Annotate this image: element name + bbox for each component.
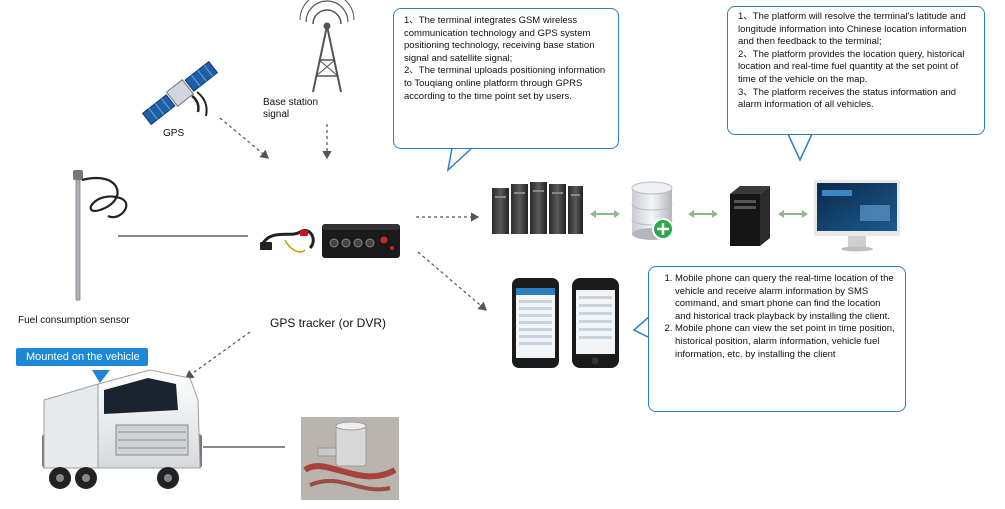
iphone-icon xyxy=(572,278,619,368)
db-computer-link-arrow xyxy=(688,210,718,218)
platform-point-2: 2、The platform provides the location que… xyxy=(738,48,965,85)
computer-monitor-link-arrow xyxy=(778,210,808,218)
monitor-icon xyxy=(814,180,900,252)
base-station-label: Base station signal xyxy=(263,97,319,120)
cable-harness-icon xyxy=(260,229,315,253)
platform-point-1: 1、The platform will resolve the terminal… xyxy=(738,11,967,48)
platform-point-3: 3、The platform receives the status infor… xyxy=(738,86,957,111)
terminal-point-1: 1、The terminal integrates GSM wireless c… xyxy=(404,15,595,64)
base-station-tower-icon xyxy=(299,0,355,93)
mobile-callout: Mobile phone can query the real-time loc… xyxy=(648,266,906,412)
gps-tracker-device-icon xyxy=(322,224,400,258)
tracker-label: GPS tracker (or DVR) xyxy=(270,316,387,330)
server-db-link-arrow xyxy=(590,210,620,218)
android-phone-icon xyxy=(512,278,559,368)
mobile-point-2: Mobile phone can view the set point in t… xyxy=(675,323,897,361)
terminal-callout: 1、The terminal integrates GSM wireless c… xyxy=(393,8,619,149)
truck-icon xyxy=(42,369,202,489)
fuel-sensor-label: Fuel consumption sensor xyxy=(18,315,130,326)
platform-callout-tail xyxy=(787,133,813,162)
mobile-callout-tail xyxy=(632,315,651,339)
terminal-callout-tail xyxy=(446,147,473,173)
satellite-icon xyxy=(141,60,219,126)
mounted-badge: Mounted on the vehicle xyxy=(16,348,148,366)
tracker-to-truck-arrow xyxy=(185,331,251,379)
fuel-sensor-icon xyxy=(73,170,128,301)
badge-tail xyxy=(92,370,110,383)
gps-label: GPS xyxy=(163,128,185,139)
flow-meter-photo xyxy=(301,417,399,500)
server-rack-icon xyxy=(492,182,583,234)
terminal-point-2: 2、The terminal uploads positioning infor… xyxy=(404,65,606,102)
mobile-point-1: Mobile phone can query the real-time loc… xyxy=(675,273,897,323)
database-icon xyxy=(631,181,674,240)
computer-tower-icon xyxy=(730,186,770,246)
satellite-to-tracker-arrow xyxy=(219,117,269,159)
platform-callout: 1、The platform will resolve the terminal… xyxy=(727,6,985,135)
tracker-to-phone-arrow xyxy=(417,251,487,311)
